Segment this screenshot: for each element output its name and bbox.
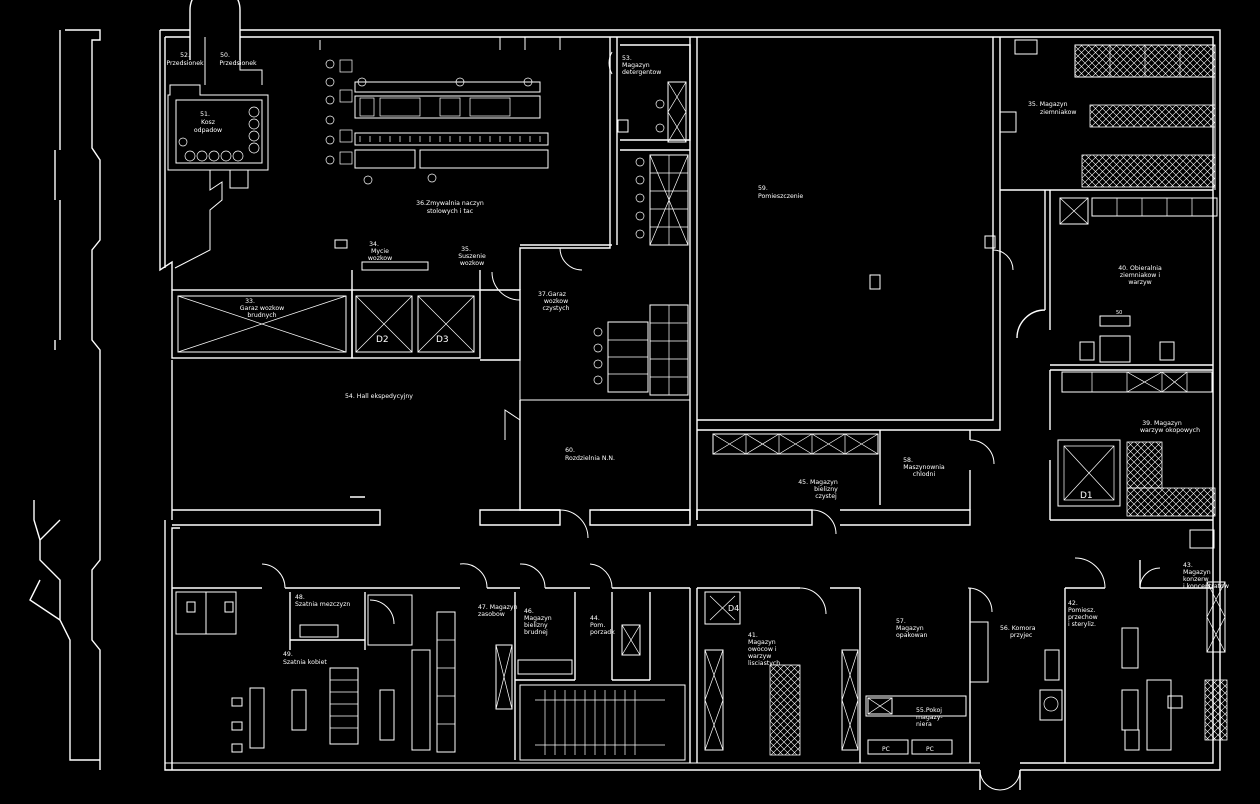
interior-walls-north — [519, 37, 698, 520]
room-50-label: 50.Przedsionek — [219, 52, 257, 67]
linen-machinery-rooms — [696, 430, 995, 535]
south-rooms — [172, 557, 1228, 791]
room-44-label: 44.Pom.porzadk — [590, 615, 615, 636]
clean-carts-racks — [593, 154, 689, 396]
lift-d4-label: D4 — [728, 604, 739, 613]
east-rooms — [999, 39, 1218, 549]
left-exterior-wall — [29, 29, 101, 770]
room-59-label: 59.Pomieszczenie — [758, 185, 803, 200]
dishwashing-equipment — [319, 37, 561, 185]
pc-label: PC — [882, 746, 890, 753]
room-49-label: 49.Szatnia kobiet — [283, 651, 327, 666]
room-60-label: 60.Rozdzielnia N.N. — [565, 447, 615, 462]
lift-d2-label: D2 — [376, 335, 389, 345]
room-48-label: 48.Szatnia mezczyzn — [295, 594, 350, 608]
cart-garage — [171, 239, 690, 440]
pc2-label: PC — [926, 746, 934, 753]
switchgear-room — [172, 400, 691, 539]
room-52-label: 52.Przedsionek — [166, 52, 204, 67]
waste-area — [167, 0, 269, 269]
lift-d1-label: D1 — [1080, 491, 1093, 501]
technical-room — [697, 37, 1014, 431]
room-54-label: 54. Hall ekspedycyjny — [345, 393, 413, 400]
building-outline — [159, 29, 1221, 771]
lift-d3-label: D3 — [436, 335, 449, 345]
equipment-tag-50: 50 — [1116, 310, 1122, 316]
